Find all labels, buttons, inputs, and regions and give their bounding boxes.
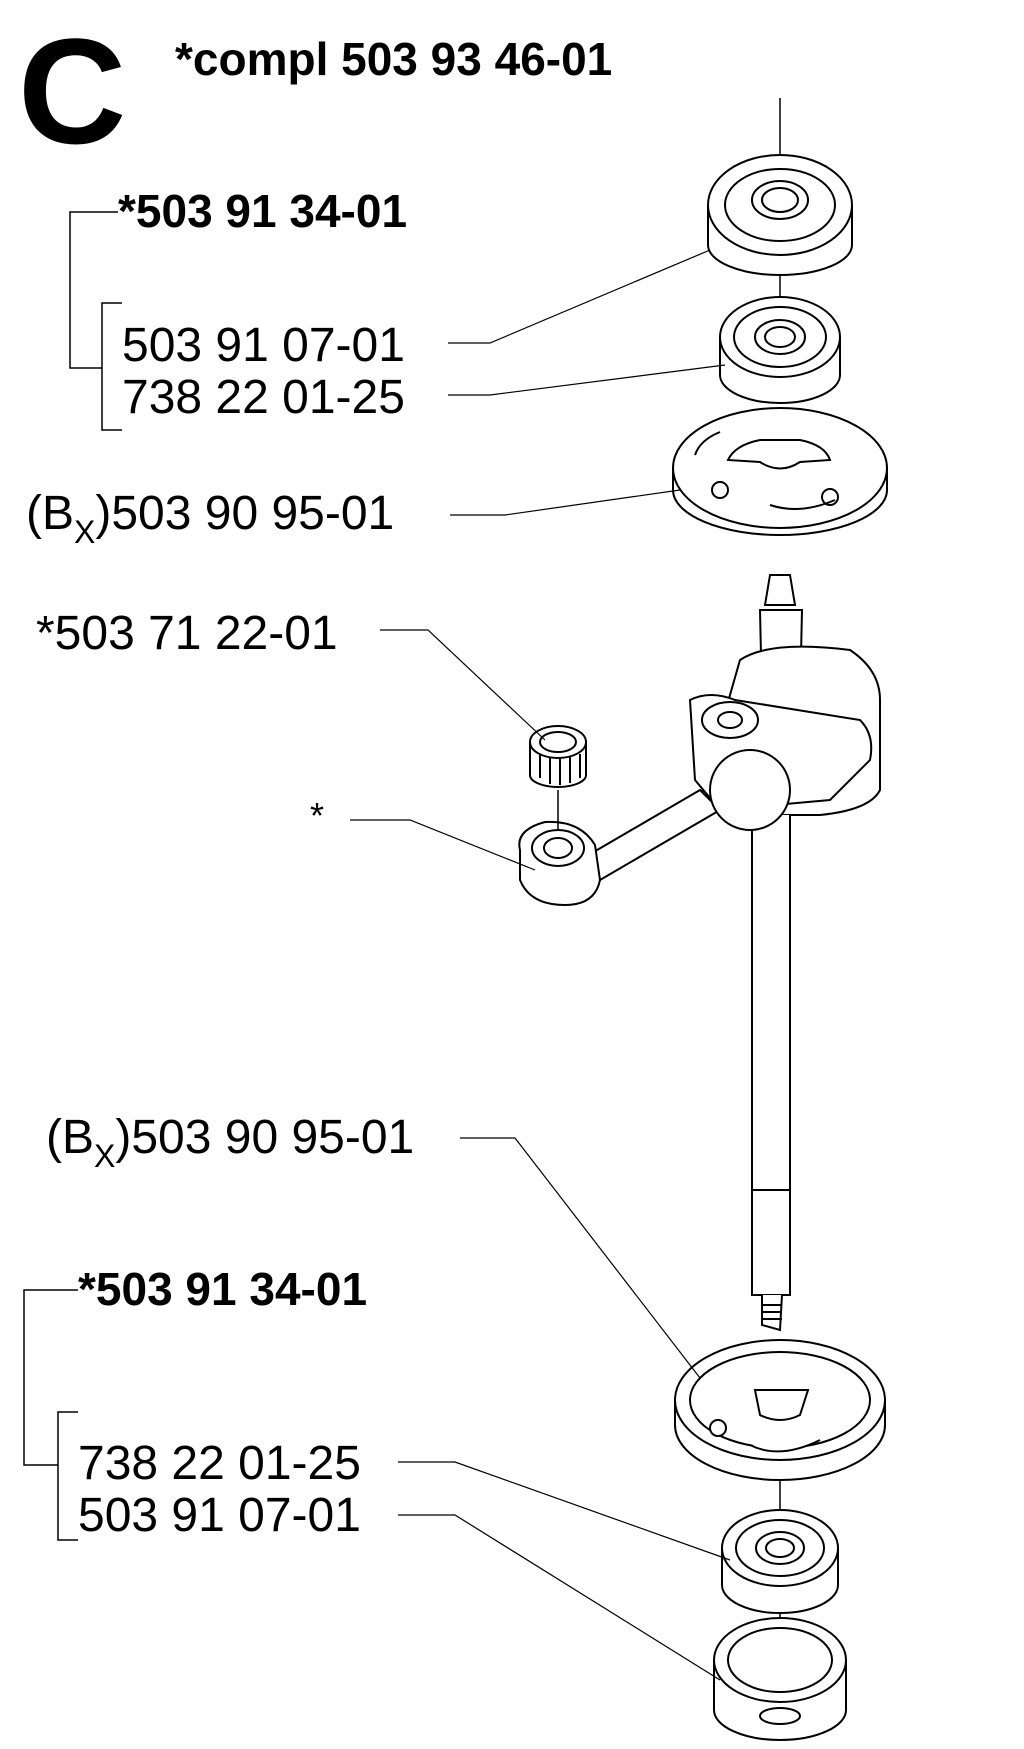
bottom-seal-part-number: 738 22 01-25	[78, 1437, 361, 1490]
top-washer-number: )503 90 95-01	[95, 487, 395, 540]
top-inner-bearing	[719, 296, 841, 404]
top-outer-bearing	[707, 154, 853, 276]
needle-bearing	[529, 725, 587, 830]
crankshaft	[688, 574, 881, 1332]
bottom-inner-bearing	[721, 1509, 839, 1614]
top-washer-prefix: (B	[26, 487, 74, 540]
top-seal-part-number: 738 22 01-25	[122, 371, 405, 424]
top-thrust-washer	[672, 407, 888, 536]
needle-bearing-part-number: *503 71 22-01	[36, 607, 338, 660]
bottom-washer-prefix: (B	[46, 1111, 94, 1164]
conrod-marker: *	[310, 795, 325, 836]
top-bearing-kit-part-number: *503 91 34-01	[118, 185, 408, 237]
bottom-washer-number: )503 90 95-01	[115, 1111, 415, 1164]
assembly-part-number: *compl 503 93 46-01	[175, 33, 613, 85]
top-washer-subscript: X	[74, 514, 96, 550]
section-letter: C	[18, 7, 126, 175]
bottom-outer-bearing	[713, 1617, 847, 1741]
connecting-rod	[518, 749, 791, 907]
bottom-thrust-washer	[674, 1339, 886, 1481]
bottom-bearing-kit-part-number: *503 91 34-01	[78, 1263, 368, 1315]
bottom-washer-part-number: (BX)503 90 95-01	[46, 1111, 415, 1173]
bottom-bearing-part-number: 503 91 07-01	[78, 1489, 361, 1542]
top-bearing-part-number: 503 91 07-01	[122, 319, 405, 372]
bottom-washer-subscript: X	[94, 1138, 116, 1174]
top-washer-part-number: (BX)503 90 95-01	[26, 487, 395, 549]
leader-lines	[350, 249, 731, 1681]
brackets	[23, 211, 122, 1541]
